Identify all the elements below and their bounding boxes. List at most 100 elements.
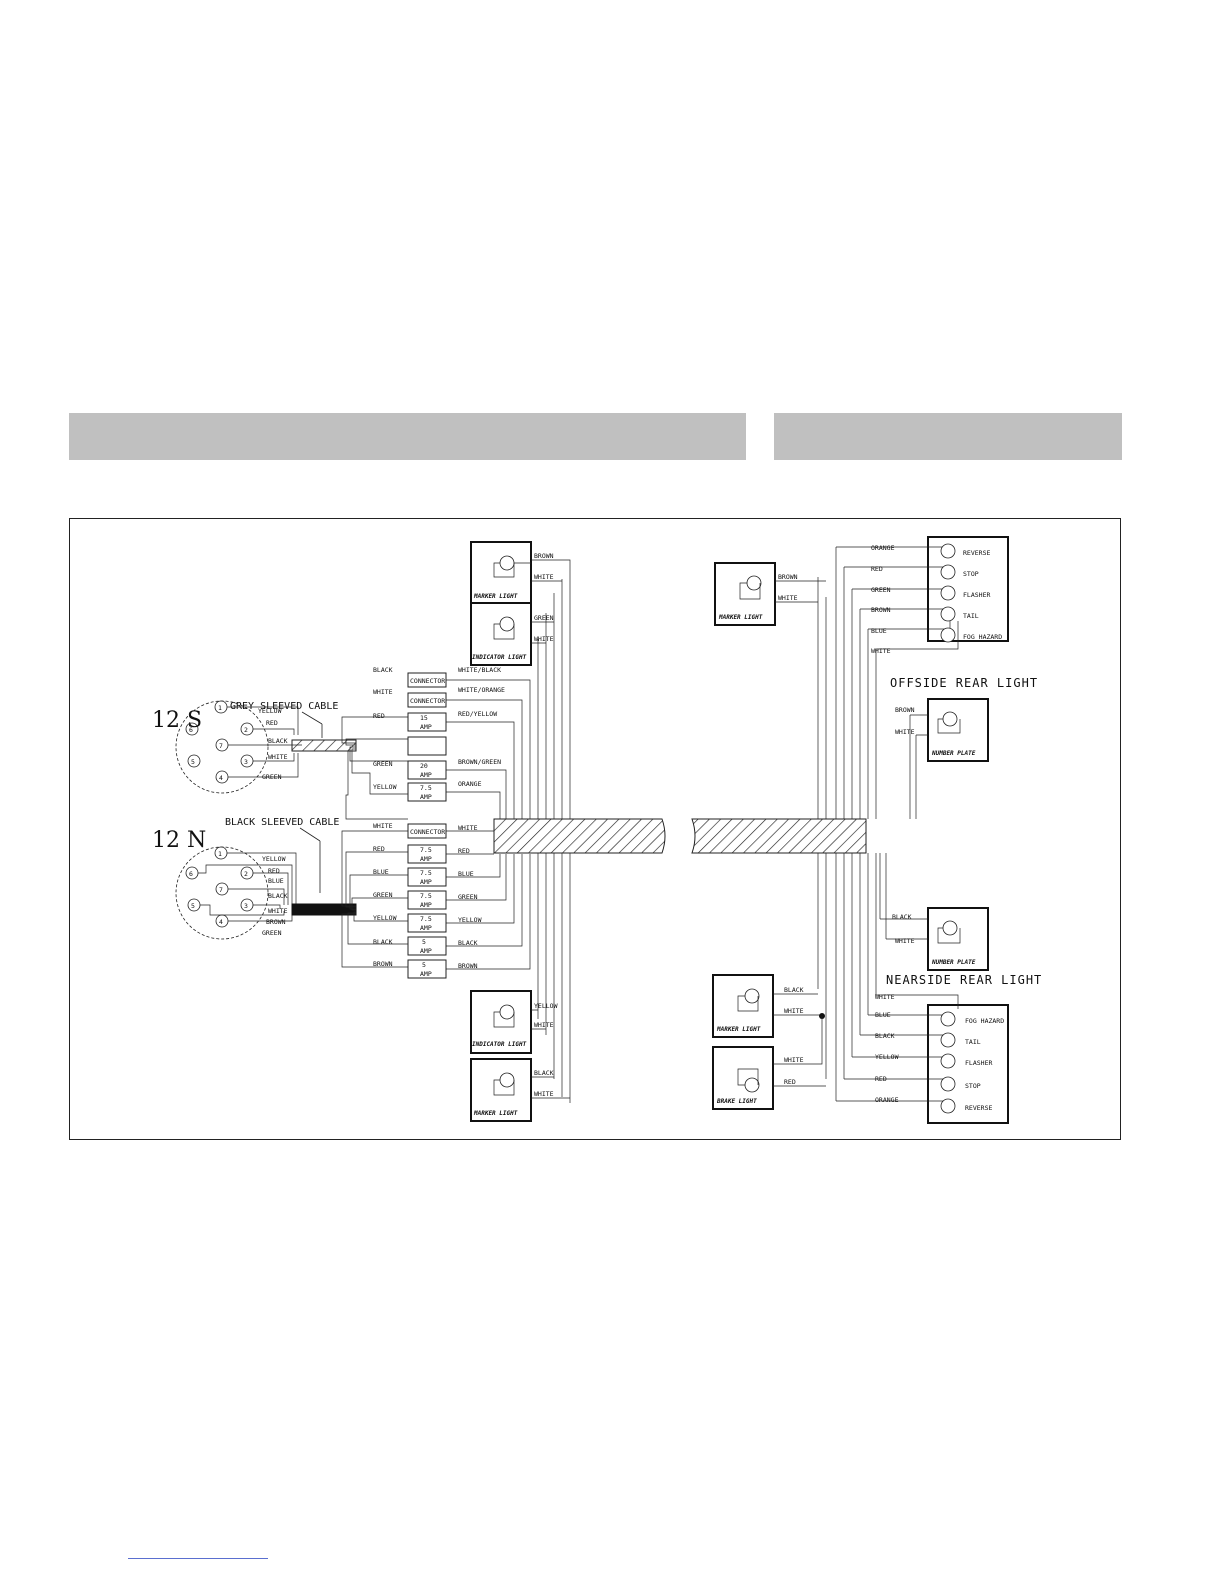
svg-text:BLACK: BLACK <box>892 913 912 921</box>
svg-text:ORANGE: ORANGE <box>871 544 895 552</box>
black-cable-label: BLACK SLEEVED CABLE <box>225 817 339 828</box>
wiring-diagram-frame: 12 S GREY SLEEVED CABLE 1 6 7 2 5 3 4 YE… <box>69 518 1121 1140</box>
svg-text:ORANGE: ORANGE <box>875 1096 899 1104</box>
black-sleeved-cable <box>291 903 357 916</box>
svg-text:WHITE: WHITE <box>373 822 393 830</box>
svg-text:RED: RED <box>373 712 385 720</box>
svg-text:TAIL: TAIL <box>963 612 979 620</box>
svg-text:STOP: STOP <box>965 1082 981 1090</box>
grey-cable-label: GREY SLEEVED CABLE <box>230 701 338 712</box>
fuse-block-12n: CONNECTOR WHITE WHITE 7.5 AMP RED RED 7.… <box>373 822 482 979</box>
left-marker-light-top: MARKER LIGHT BROWN WHITE <box>470 541 571 605</box>
nearside-rear-light: WHITE BLUE BLACK YELLOW RED ORANGE FOG H… <box>836 993 1009 1124</box>
offside-rear-light: ORANGE RED GREEN BROWN BLUE WHITE REVERS… <box>836 536 1009 655</box>
svg-text:WHITE: WHITE <box>784 1007 804 1015</box>
svg-text:REVERSE: REVERSE <box>965 1104 992 1112</box>
svg-text:WHITE: WHITE <box>534 1021 554 1029</box>
wire-label: GREEN <box>262 773 282 781</box>
svg-text:MARKER LIGHT: MARKER LIGHT <box>718 614 763 621</box>
wiring-diagram: 12 S GREY SLEEVED CABLE 1 6 7 2 5 3 4 YE… <box>152 536 1042 1124</box>
left-indicator-light-top: INDICATOR LIGHT GREEN WHITE <box>470 602 554 666</box>
right-marker-light-top: MARKER LIGHT BROWN WHITE <box>714 562 826 626</box>
svg-text:BLACK: BLACK <box>373 666 393 674</box>
svg-text:INDICATOR LIGHT: INDICATOR LIGHT <box>472 654 527 661</box>
svg-text:GREEN: GREEN <box>458 893 478 901</box>
svg-text:1: 1 <box>218 850 222 858</box>
svg-text:BROWN: BROWN <box>778 573 798 581</box>
svg-text:6: 6 <box>189 870 193 878</box>
svg-text:YELLOW: YELLOW <box>458 916 482 924</box>
svg-text:7.5: 7.5 <box>420 869 432 877</box>
svg-text:WHITE: WHITE <box>871 647 891 655</box>
wire-label: BROWN <box>266 918 286 926</box>
svg-text:WHITE: WHITE <box>534 573 554 581</box>
nearside-rear-light-title: NEARSIDE REAR LIGHT <box>886 973 1042 987</box>
fuse: 5 AMP BLACK BLACK <box>373 936 478 956</box>
svg-text:REVERSE: REVERSE <box>963 549 990 557</box>
fuse-blank <box>407 736 447 756</box>
fuse-connector: CONNECTOR WHITE WHITE <box>373 822 478 839</box>
svg-text:BROWN: BROWN <box>871 606 891 614</box>
svg-text:WHITE: WHITE <box>534 1090 554 1098</box>
svg-text:BLUE: BLUE <box>875 1011 891 1019</box>
svg-text:GREEN: GREEN <box>534 614 554 622</box>
svg-text:GREEN: GREEN <box>871 586 891 594</box>
left-marker-light-bottom: MARKER LIGHT BLACK WHITE <box>470 1058 570 1122</box>
svg-text:RED: RED <box>373 845 385 853</box>
svg-text:4: 4 <box>219 918 223 926</box>
svg-text:GREEN: GREEN <box>373 760 393 768</box>
offside-rear-light-title: OFFSIDE REAR LIGHT <box>890 676 1038 690</box>
right-marker-light-bottom: MARKER LIGHT BLACK WHITE <box>712 974 822 1038</box>
svg-text:RED/YELLOW: RED/YELLOW <box>458 710 497 718</box>
fuse-connector: CONNECTOR WHITE WHITE/ORANGE <box>373 686 505 708</box>
svg-text:WHITE: WHITE <box>895 937 915 945</box>
svg-text:4: 4 <box>219 774 223 782</box>
svg-text:FOG HAZARD: FOG HAZARD <box>963 633 1002 641</box>
svg-text:AMP: AMP <box>420 723 432 731</box>
svg-text:BLUE: BLUE <box>458 870 474 878</box>
fuse: 20 AMP GREEN BROWN/GREEN <box>373 758 501 780</box>
svg-text:BROWN: BROWN <box>373 960 393 968</box>
wire-label: WHITE <box>268 753 288 761</box>
svg-text:STOP: STOP <box>963 570 979 578</box>
svg-text:YELLOW: YELLOW <box>875 1053 899 1061</box>
svg-text:BROWN: BROWN <box>895 706 915 714</box>
socket-12n-title: 12 N <box>152 828 206 853</box>
svg-text:3: 3 <box>244 902 248 910</box>
svg-text:WHITE: WHITE <box>778 594 798 602</box>
svg-text:YELLOW: YELLOW <box>373 914 397 922</box>
footer-link-underline <box>128 1558 268 1559</box>
svg-text:YELLOW: YELLOW <box>534 1002 558 1010</box>
svg-text:BLACK: BLACK <box>534 1069 554 1077</box>
wire-label: WHITE <box>268 907 288 915</box>
svg-text:BROWN: BROWN <box>534 552 554 560</box>
svg-text:AMP: AMP <box>420 924 432 932</box>
svg-text:MARKER LIGHT: MARKER LIGHT <box>473 1110 518 1117</box>
fuse: 15 AMP RED RED/YELLOW <box>373 710 497 732</box>
svg-text:WHITE/BLACK: WHITE/BLACK <box>458 666 501 674</box>
svg-text:NUMBER PLATE: NUMBER PLATE <box>931 750 976 757</box>
svg-text:RED: RED <box>875 1075 887 1083</box>
svg-text:FOG HAZARD: FOG HAZARD <box>965 1017 1004 1025</box>
svg-text:20: 20 <box>420 762 428 770</box>
svg-text:6: 6 <box>189 726 193 734</box>
svg-text:AMP: AMP <box>420 878 432 886</box>
fuse-block-12s: CONNECTOR BLACK WHITE/BLACK CONNECTOR WH… <box>373 666 505 802</box>
wire-label: RED <box>266 719 278 727</box>
svg-text:BLACK: BLACK <box>784 986 804 994</box>
svg-text:2: 2 <box>244 726 248 734</box>
wire-label: BLACK <box>268 892 288 900</box>
svg-text:5: 5 <box>191 902 195 910</box>
svg-text:BRAKE LIGHT: BRAKE LIGHT <box>716 1098 757 1105</box>
svg-text:BLACK: BLACK <box>458 939 478 947</box>
svg-text:BLUE: BLUE <box>871 627 887 635</box>
wire-label: BLACK <box>268 737 288 745</box>
svg-text:AMP: AMP <box>420 901 432 909</box>
left-indicator-light-bottom: INDICATOR LIGHT YELLOW WHITE <box>470 990 558 1054</box>
svg-text:AMP: AMP <box>420 793 432 801</box>
brake-light: BRAKE LIGHT WHITE RED <box>712 1016 826 1110</box>
wire-label: BLUE <box>268 877 284 885</box>
svg-text:RED: RED <box>871 565 883 573</box>
svg-text:TAIL: TAIL <box>965 1038 981 1046</box>
svg-text:CONNECTOR: CONNECTOR <box>410 677 445 685</box>
